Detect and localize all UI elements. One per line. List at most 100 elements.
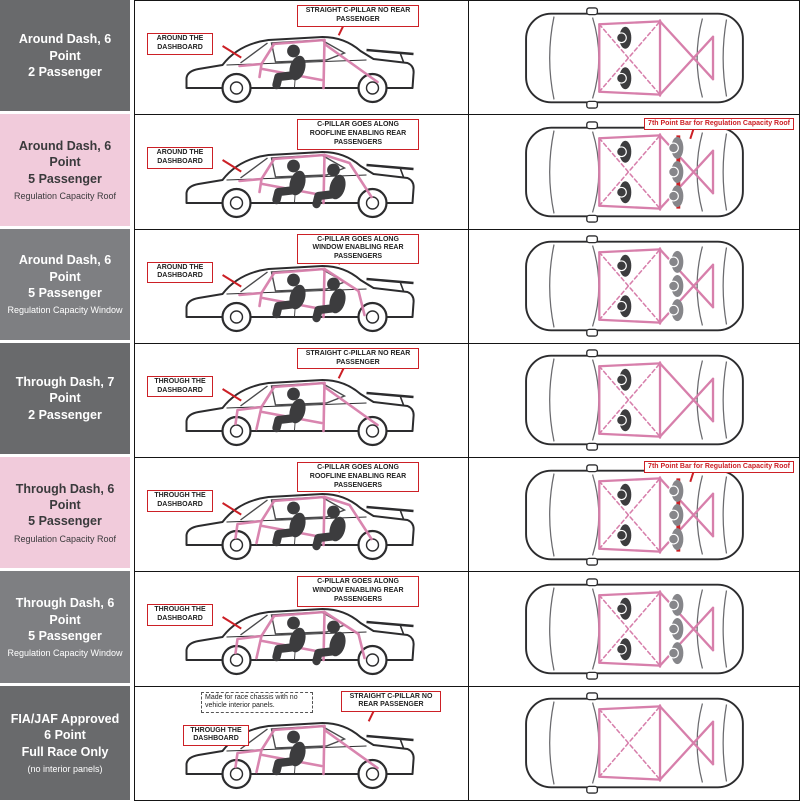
passenger-figure-top [616,66,632,89]
passenger-figure-top [616,524,632,546]
passenger-figure-side [272,616,306,661]
side-view-illustration [144,581,459,681]
passenger-figure-top [668,251,684,274]
config-subtitle: (no interior panels) [27,763,103,774]
c-pillar-annotation: STRAIGHT C-PILLAR NO REAR PASSENGER [297,5,419,27]
passenger-figure-top [668,642,684,665]
dashboard-annotation: AROUND THE DASHBOARD [147,261,213,284]
config-title-line: Through Dash, 6 Point [15,481,115,513]
side-view-illustration [144,9,459,109]
passenger-figure-side [272,730,306,776]
dashboard-annotation: THROUGH THE DASHBOARD [147,490,213,512]
top-view-cell [469,685,800,801]
passenger-figure-top [616,638,632,661]
side-view-illustration [144,124,459,224]
side-view-cell: Made for race chassis with no vehicle in… [134,685,469,801]
passenger-figure-top [668,503,684,526]
top-view-illustration [479,462,789,568]
top-view-illustration [479,5,789,111]
top-view-cell [469,571,800,687]
config-title-line: Through Dash, 6 Point [15,596,115,627]
race-chassis-note: Made for race chassis with no vehicle in… [201,691,313,714]
top-view-cell [469,228,800,344]
passenger-figure-top [668,185,684,207]
c-pillar-annotation: C-PILLAR GOES ALONG ROOFLINE ENABLING RE… [297,462,419,493]
config-subtitle: Regulation Capacity Window [7,305,123,316]
side-view-illustration [144,466,459,566]
passenger-figure-top [668,136,684,159]
c-pillar-annotation: C-PILLAR GOES ALONG WINDOW ENABLING REAR… [297,576,419,607]
passenger-figure-top [668,479,684,502]
passenger-figure-top [616,483,632,506]
side-view-cell: THROUGH THE DASHBOARD C-PILLAR GOES ALON… [134,457,469,573]
passenger-figure-top [616,140,632,163]
config-title-line: FIA/JAF Approved [10,712,120,727]
top-view-cell: 7th Point Bar for Regulation Capacity Ro… [469,457,800,573]
passenger-figure-top [668,618,684,641]
passenger-figure-side [312,620,346,665]
passenger-figure-top [616,181,632,204]
side-view-illustration [144,352,459,452]
dashboard-annotation: THROUGH THE DASHBOARD [183,724,249,747]
passenger-figure-top [616,369,632,392]
c-pillar-annotation: C-PILLAR GOES ALONG ROOFLINE ENABLING RE… [297,119,419,150]
c-pillar-annotation: STRAIGHT C-PILLAR NO REAR PASSENGER [297,347,419,370]
config-title-line: 2 Passenger [28,407,102,422]
config-title-line: 2 Passenger [28,64,102,79]
passenger-figure-top [616,295,632,318]
passenger-figure-top [668,593,684,616]
side-view-illustration [144,238,459,338]
dashboard-annotation: AROUND THE DASHBOARD [147,33,213,55]
config-title-line: Full Race Only [21,744,109,759]
side-view-cell: THROUGH THE DASHBOARD C-PILLAR GOES ALON… [134,571,469,687]
config-title-line: Through Dash, 7 Point [15,375,115,406]
passenger-figure-top [616,26,632,49]
dashboard-annotation: AROUND THE DASHBOARD [147,147,213,169]
side-view-cell: THROUGH THE DASHBOARD STRAIGHT C-PILLAR … [134,342,469,459]
config-title-line: Around Dash, 6 Point [18,139,112,170]
config-title-line: 5 Passenger [28,514,102,529]
passenger-figure-side [312,506,346,551]
passenger-figure-top [668,527,684,550]
c-pillar-annotation: C-PILLAR GOES ALONG WINDOW ENABLING REAR… [297,233,419,264]
top-view-cell [469,342,800,459]
config-title-line: 5 Passenger [28,628,102,643]
side-view-cell: AROUND THE DASHBOARD C-PILLAR GOES ALONG… [134,228,469,344]
c-pillar-annotation: STRAIGHT C-PILLAR NO REAR PASSENGER [341,690,441,713]
config-subtitle: Regulation Capacity Window [7,648,123,659]
config-title-line: 6 Point [44,728,86,743]
side-view-cell: AROUND THE DASHBOARD C-PILLAR GOES ALONG… [134,114,469,230]
config-subtitle: Regulation Capacity Roof [13,190,117,201]
dashboard-annotation: THROUGH THE DASHBOARD [147,604,213,626]
passenger-figure-side [272,159,306,204]
passenger-figure-side [312,277,346,323]
seventh-point-annotation: 7th Point Bar for Regulation Capacity Ro… [644,118,794,130]
dashboard-annotation: THROUGH THE DASHBOARD [147,375,213,398]
passenger-figure-top [616,409,632,432]
top-view-illustration [479,119,789,225]
passenger-figure-top [668,299,684,322]
side-view-cell: AROUND THE DASHBOARD STRAIGHT C-PILLAR N… [134,0,469,116]
top-view-illustration [479,347,789,453]
